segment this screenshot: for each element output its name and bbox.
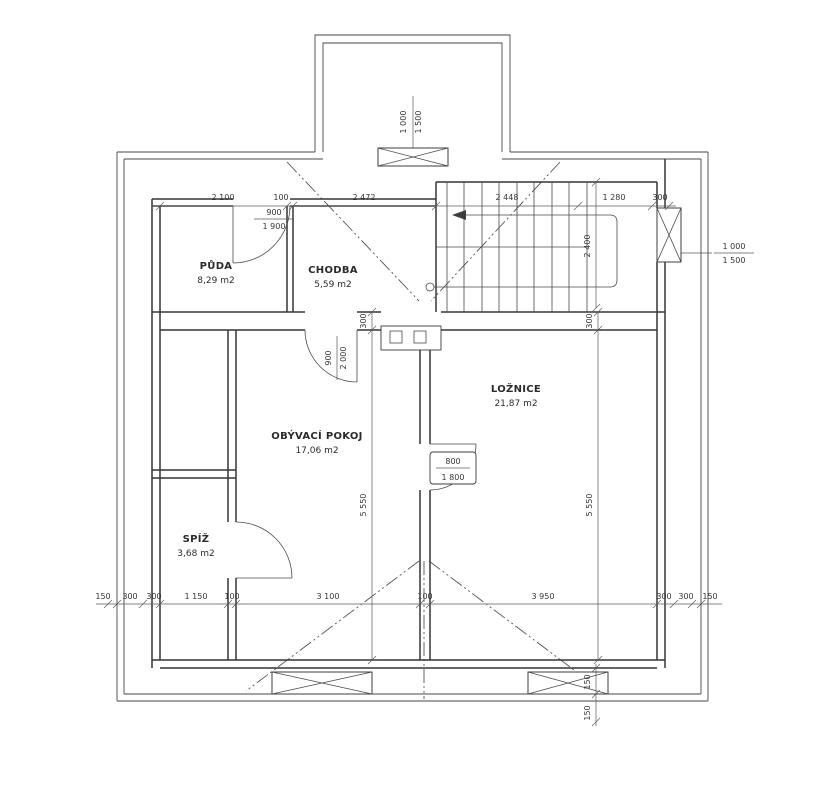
dim-bottom-9: 300 — [678, 592, 693, 601]
eaves-outer — [116, 151, 709, 702]
chimney-flue-right — [413, 330, 427, 344]
wall-central-vertical — [419, 330, 431, 660]
dim-chain-bottom-ticks — [103, 599, 706, 609]
stair-direction-arrow — [452, 210, 466, 220]
wall-left — [151, 199, 161, 668]
dim-top-1: 100 — [273, 193, 288, 202]
stair-walkline-start-circle — [425, 282, 435, 292]
dim-window-right-h: 1 500 — [723, 256, 746, 265]
room-name-chodba: CHODBA — [308, 265, 358, 276]
dim-bottom-5: 3 100 — [317, 592, 340, 601]
dim-bottom-3: 1 150 — [185, 592, 208, 601]
roof-line-bottom-left — [245, 560, 420, 692]
protrusion-inner — [322, 42, 503, 152]
dim-wall-left: 300 — [359, 313, 368, 328]
dim-bottom-6: 100 — [417, 592, 432, 601]
wall-bottom — [152, 659, 665, 669]
room-name-obyvaci: OBÝVACÍ POKOJ — [271, 429, 362, 442]
room-area-puda: 8,29 m2 — [197, 276, 234, 286]
dim-win-offset-b: 150 — [583, 705, 592, 720]
door-spiz — [235, 521, 293, 579]
dim-bottom-4: 100 — [224, 592, 239, 601]
dim-chain-window-offset-ticks — [591, 663, 601, 727]
window-top-wall-hatch — [377, 147, 449, 167]
dim-door-chodba-w: 900 — [324, 350, 333, 365]
window-bottom-left-hatch — [271, 671, 373, 695]
room-area-chodba: 5,59 m2 — [314, 280, 351, 290]
stair-walkline — [434, 214, 618, 288]
chimney-body — [380, 325, 442, 351]
dim-top-2: 2 472 — [353, 193, 376, 202]
dim-door-loznice-w: 800 — [445, 457, 460, 466]
protrusion-outer — [314, 34, 511, 152]
dim-right-room-height: 5 550 — [585, 494, 594, 517]
dim-chain-right-vertical-ticks — [593, 307, 603, 665]
roof-line-top-left — [286, 161, 420, 302]
roof-line-bottom-right — [428, 560, 603, 692]
wall-strip-vertical — [227, 330, 237, 660]
room-name-loznice: LOŽNICE — [491, 382, 541, 395]
room-labels: PŮDA 8,29 m2 CHODBA 5,59 m2 LOŽNICE 21,8… — [177, 259, 541, 559]
room-name-spiz: SPÍŽ — [183, 532, 210, 545]
dim-door-loznice-h: 1 800 — [442, 473, 465, 482]
dim-bottom-1: 300 — [122, 592, 137, 601]
dim-stair-width: 2 400 — [583, 235, 592, 258]
chimney-flue-left — [389, 330, 403, 344]
dim-top-4: 1 280 — [603, 193, 626, 202]
dimension-lines — [96, 96, 754, 727]
window-bottom-right-hatch — [527, 671, 609, 695]
wall-knee-top — [152, 198, 436, 207]
dim-chain-left-vertical-ticks — [367, 307, 377, 665]
chimney — [380, 325, 442, 351]
dim-window-right-w: 1 000 — [723, 242, 746, 251]
dim-window-top-w: 1 000 — [399, 111, 408, 134]
dim-chain-stair-ticks — [591, 177, 601, 313]
dim-bottom-0: 150 — [95, 592, 110, 601]
dim-top-3: 2 448 — [496, 193, 519, 202]
wall-spiz-top — [152, 469, 236, 479]
room-name-puda: PŮDA — [200, 259, 233, 272]
eaves-outline — [116, 34, 709, 702]
eaves-inner — [123, 158, 702, 695]
room-area-spiz: 3,68 m2 — [177, 549, 214, 559]
dim-wall-right: 300 — [585, 313, 594, 328]
dim-window-top-h: 1 500 — [414, 111, 423, 134]
dim-bottom-7: 3 950 — [532, 592, 555, 601]
wall-main-horizontal — [152, 311, 665, 331]
dim-bottom-8: 300 — [656, 592, 671, 601]
wall-right — [656, 159, 666, 668]
dim-win-offset-a: 150 — [583, 674, 592, 689]
window-right-wall-hatch — [656, 207, 682, 263]
interior-walls — [151, 159, 666, 669]
dim-door-puda-w: 900 — [266, 208, 281, 217]
roof-line-top-right — [430, 161, 561, 302]
dimension-labels: 2 100 100 2 472 2 448 1 280 300 150 300 … — [95, 111, 745, 721]
dim-top-5: 300 — [652, 193, 667, 202]
dim-door-puda-h: 1 900 — [263, 222, 286, 231]
door-puda — [232, 205, 291, 264]
windows — [271, 147, 682, 695]
roof-dashdot-lines — [245, 161, 603, 699]
dim-top-0: 2 100 — [212, 193, 235, 202]
room-area-obyvaci: 17,06 m2 — [295, 446, 338, 456]
dim-door-chodba-h: 2 000 — [339, 347, 348, 370]
staircase — [425, 182, 618, 312]
dim-bottom-10: 150 — [702, 592, 717, 601]
door-swings — [232, 205, 477, 579]
door-chodba — [304, 329, 358, 383]
dim-bottom-2: 300 — [146, 592, 161, 601]
room-area-loznice: 21,87 m2 — [494, 399, 537, 409]
dim-chain-top-ticks — [155, 201, 674, 211]
dim-left-room-height: 5 550 — [359, 494, 368, 517]
